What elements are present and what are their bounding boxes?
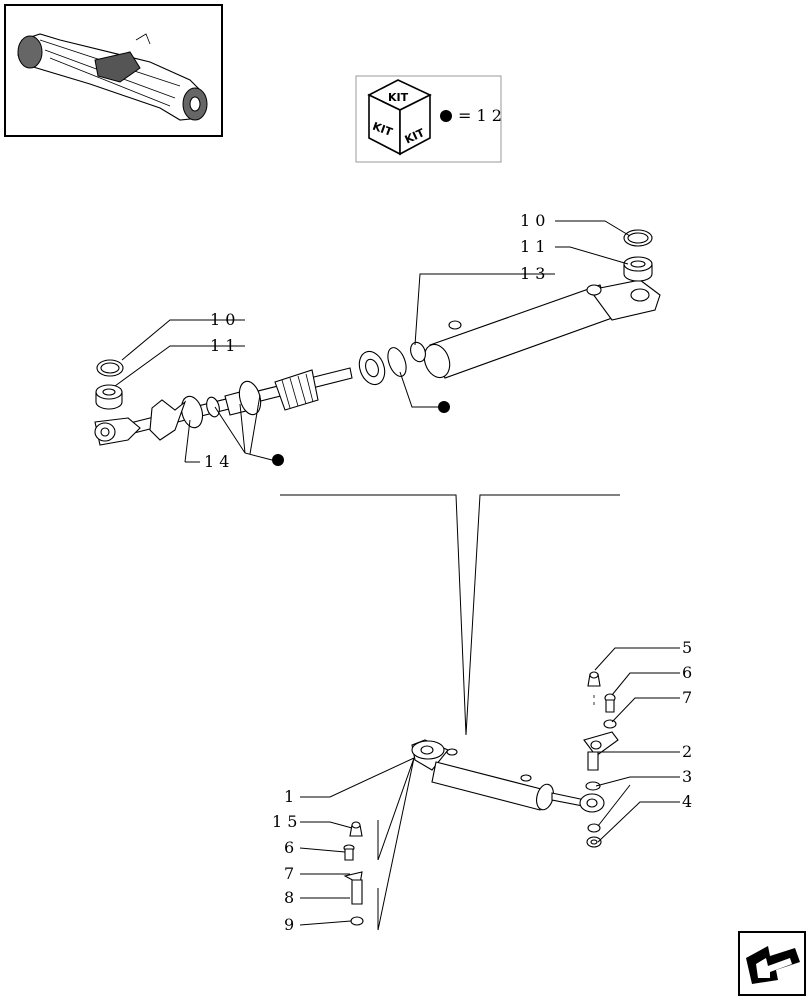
snap-ring-left[interactable] xyxy=(96,359,124,377)
kit-dot-icon xyxy=(440,110,452,122)
callout-labels: 1 0 1 1 1 3 1 0 1 1 1 4 5 6 7 2 3 4 1 1 … xyxy=(204,211,692,934)
bolt-6-left[interactable] xyxy=(343,844,355,861)
bushing-right[interactable] xyxy=(623,256,653,282)
bushing-left[interactable] xyxy=(95,384,123,410)
callout-15: 1 5 xyxy=(272,812,297,831)
next-page-arrow-icon[interactable] xyxy=(738,931,806,996)
pin-plate-2[interactable] xyxy=(583,731,619,771)
piston-rod[interactable] xyxy=(129,367,353,441)
zoom-pointer xyxy=(280,494,620,736)
callout-7-right: 7 xyxy=(682,688,692,707)
callout-8: 8 xyxy=(284,888,294,907)
left-hardware xyxy=(343,820,379,930)
callout-6-right: 6 xyxy=(682,663,692,682)
seal-ring-13[interactable] xyxy=(355,345,410,388)
exploded-view xyxy=(94,229,661,446)
axle-thumbnail-icon[interactable] xyxy=(4,4,223,137)
washer-3[interactable] xyxy=(585,781,601,791)
washer-7-right[interactable] xyxy=(603,719,617,729)
kit-legend: KIT KIT KIT = 1 2 xyxy=(355,75,502,163)
callout-14: 1 4 xyxy=(204,452,229,471)
callout-6-left: 6 xyxy=(284,838,294,857)
washer-3b[interactable] xyxy=(587,823,601,833)
callout-10-top: 1 0 xyxy=(520,211,545,230)
pin-plate-8[interactable] xyxy=(343,871,363,905)
kit-dot-equals: = 1 2 xyxy=(458,106,502,125)
bolt-6-right[interactable] xyxy=(604,693,616,713)
callout-7-left: 7 xyxy=(284,864,294,883)
callout-11-left: 1 1 xyxy=(210,336,235,355)
lower-leaders xyxy=(299,647,680,931)
callout-5: 5 xyxy=(682,638,692,657)
assembled-cylinder[interactable] xyxy=(411,739,605,813)
cylinder-body[interactable] xyxy=(408,279,661,381)
snap-ring-right[interactable] xyxy=(623,229,653,247)
callout-4: 4 xyxy=(682,792,692,811)
grease-fitting-15[interactable] xyxy=(349,821,363,837)
kit-dot-upper-left xyxy=(272,454,284,466)
callout-10-left: 1 0 xyxy=(210,310,235,329)
rod-eye-end[interactable] xyxy=(94,417,141,446)
callout-2: 2 xyxy=(682,742,692,761)
upper-leaders xyxy=(114,220,631,466)
washer-9[interactable] xyxy=(350,916,364,926)
callout-13: 1 3 xyxy=(520,264,545,283)
callout-9: 9 xyxy=(284,915,294,934)
callout-1: 1 xyxy=(284,787,294,806)
kit-box-icon: KIT KIT KIT xyxy=(367,79,432,156)
kit-label-top: KIT xyxy=(388,91,409,104)
callout-11-top: 1 1 xyxy=(520,237,545,256)
callout-3: 3 xyxy=(682,767,692,786)
right-hardware xyxy=(583,671,619,848)
grease-fitting-5[interactable] xyxy=(587,671,601,687)
snap-ring-4[interactable] xyxy=(586,836,602,848)
kit-dot-upper-right xyxy=(438,401,450,413)
